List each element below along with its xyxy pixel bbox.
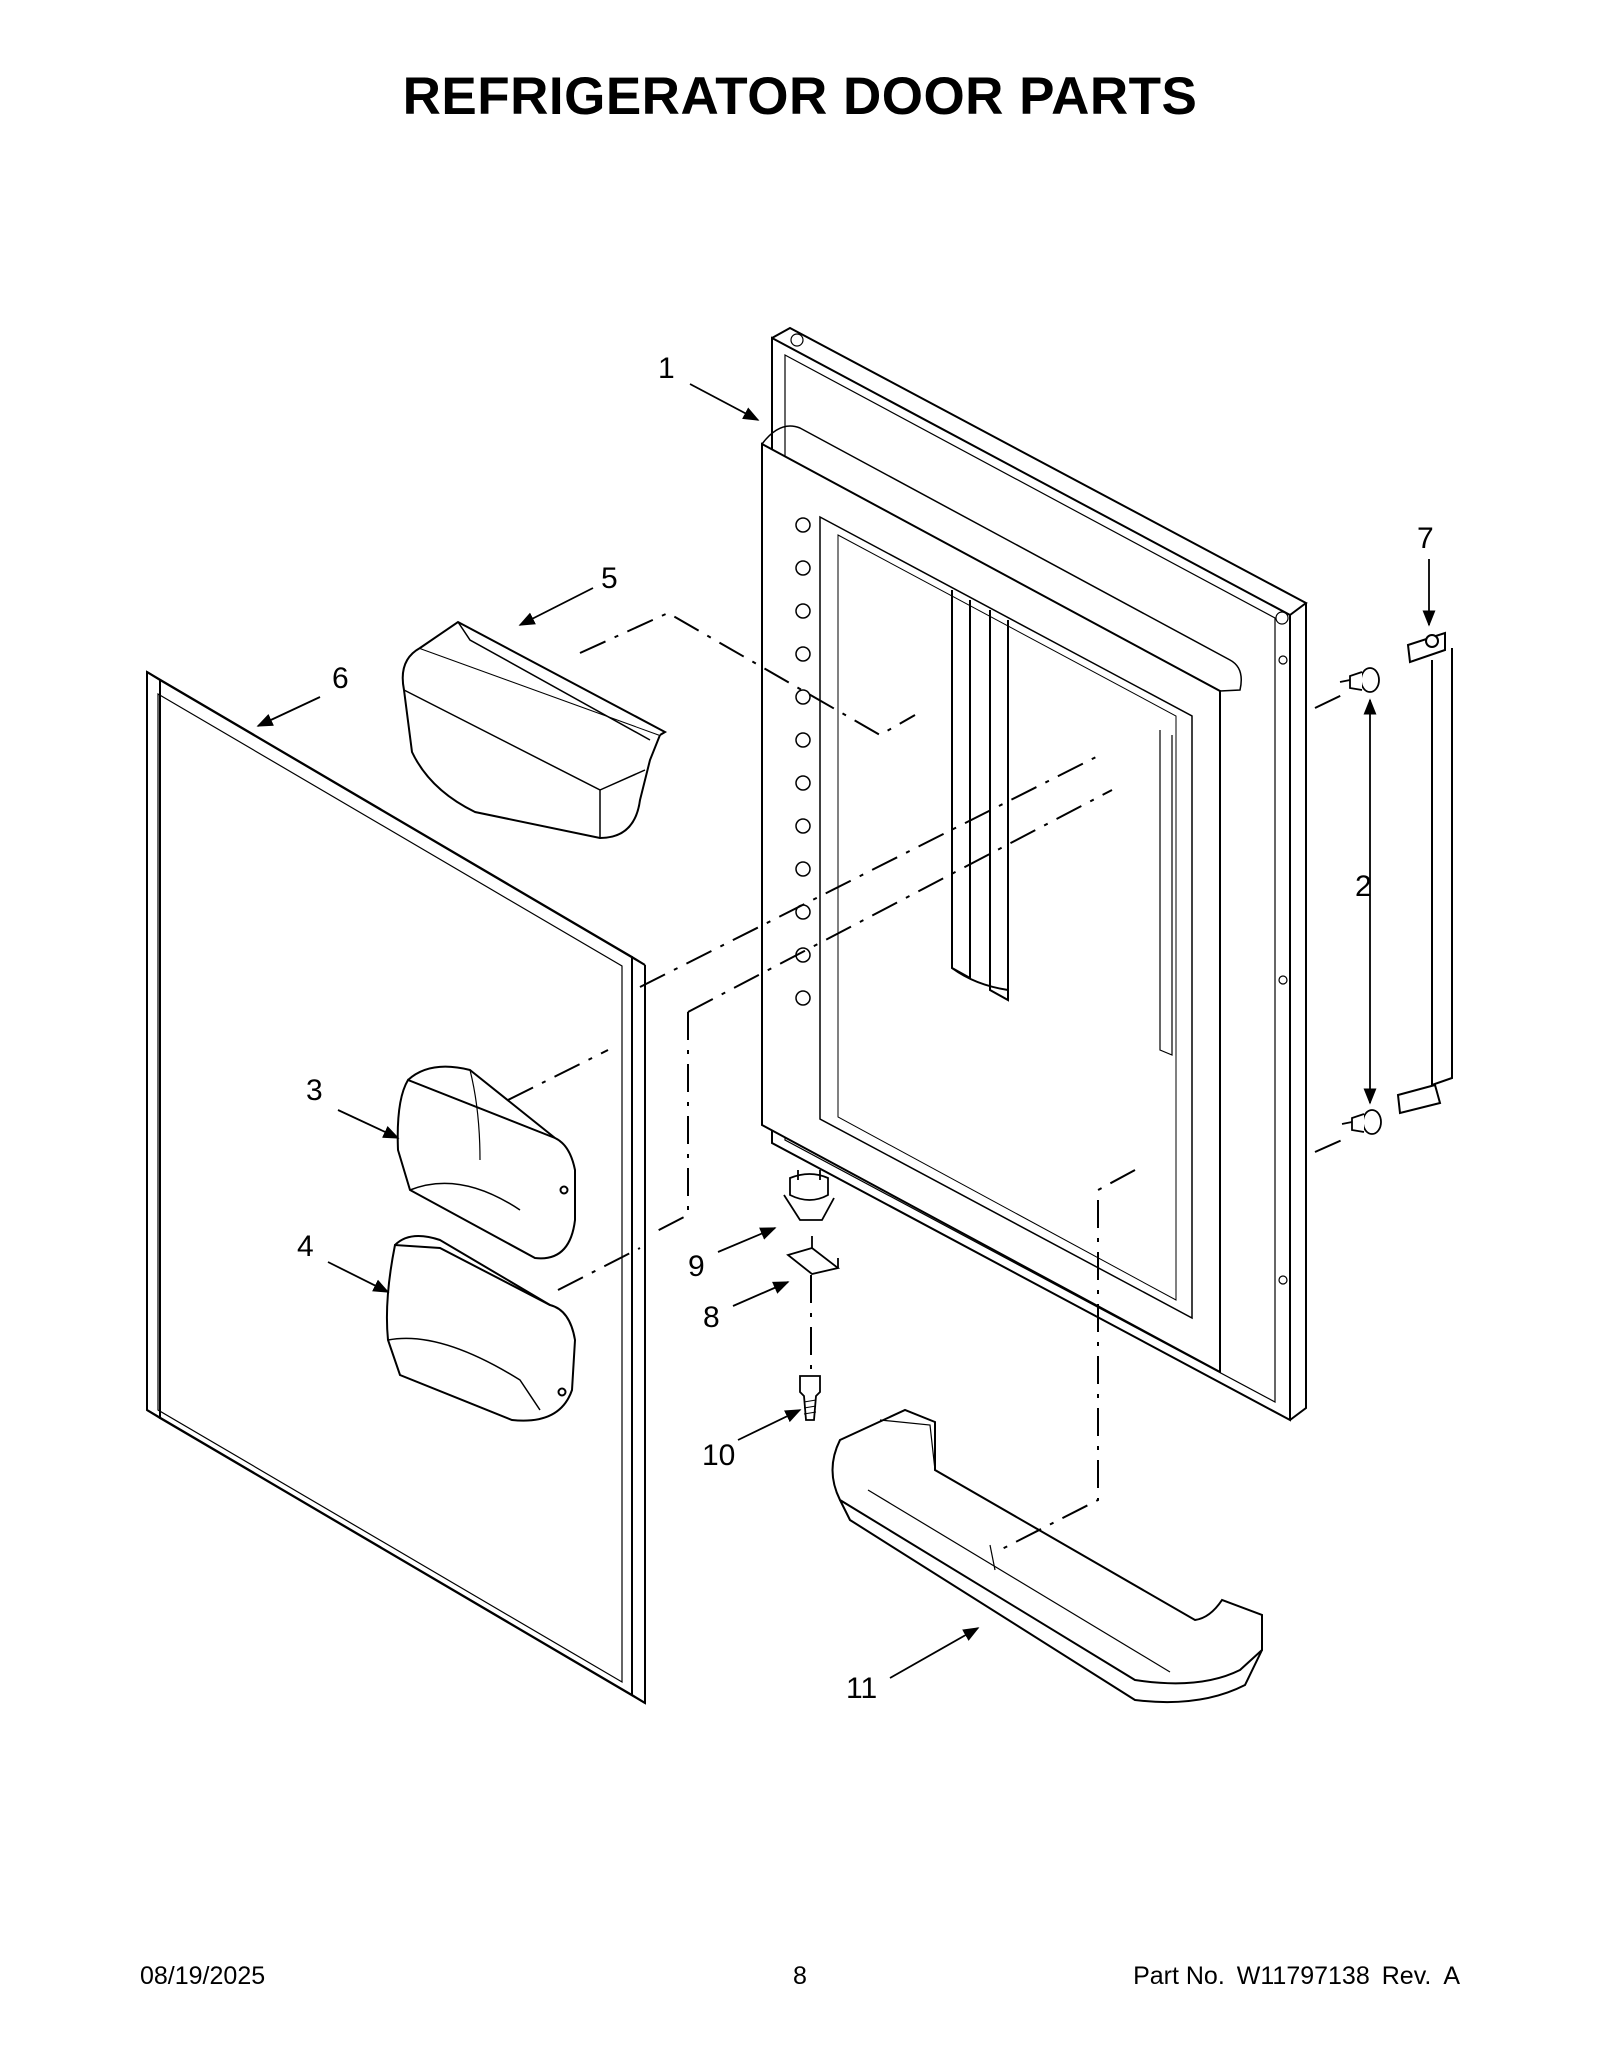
callout-label-2: 2 [1355, 870, 1372, 903]
dairy-compartment-door [396, 1065, 576, 1260]
handle-mount-studs [1339, 667, 1382, 1135]
door-liner-frame [761, 326, 1308, 1422]
revision-value: A [1443, 1962, 1460, 1990]
callout-label-1: 1 [658, 352, 675, 385]
door-handle [1396, 631, 1453, 1115]
footer-part-info: Part No. W11797138 Rev. A [1121, 1962, 1460, 1991]
revision-label: Rev. [1381, 1962, 1432, 1990]
door-outer-panel [146, 670, 646, 1705]
screw [799, 1375, 821, 1421]
part-number-value: W11797138 [1236, 1962, 1370, 1990]
page-title: REFRIGERATOR DOOR PARTS [402, 67, 1198, 126]
door-bracket [786, 1236, 841, 1275]
callout-label-8: 8 [703, 1301, 720, 1334]
callout-label-10: 10 [702, 1439, 735, 1472]
upper-door-bin [401, 620, 668, 840]
callout-label-9: 9 [688, 1250, 705, 1283]
callout-labels: 1 2 3 4 5 6 7 8 9 10 11 [297, 352, 1434, 1705]
part-number-label: Part No. [1133, 1962, 1225, 1990]
footer-page-number: 8 [793, 1962, 807, 1990]
callout-label-11: 11 [846, 1672, 877, 1705]
assembly-lines [507, 611, 1343, 1551]
callout-label-7: 7 [1417, 522, 1434, 555]
callout-label-4: 4 [297, 1230, 314, 1263]
dairy-bin [385, 1235, 577, 1422]
footer-date: 08/19/2025 [140, 1962, 266, 1990]
callout-label-5: 5 [601, 562, 618, 595]
callout-label-3: 3 [306, 1074, 323, 1107]
callout-label-6: 6 [332, 662, 349, 695]
callout-arrows [256, 383, 1436, 1679]
door-stop [783, 1170, 835, 1221]
lower-door-bin [831, 1408, 1263, 1704]
